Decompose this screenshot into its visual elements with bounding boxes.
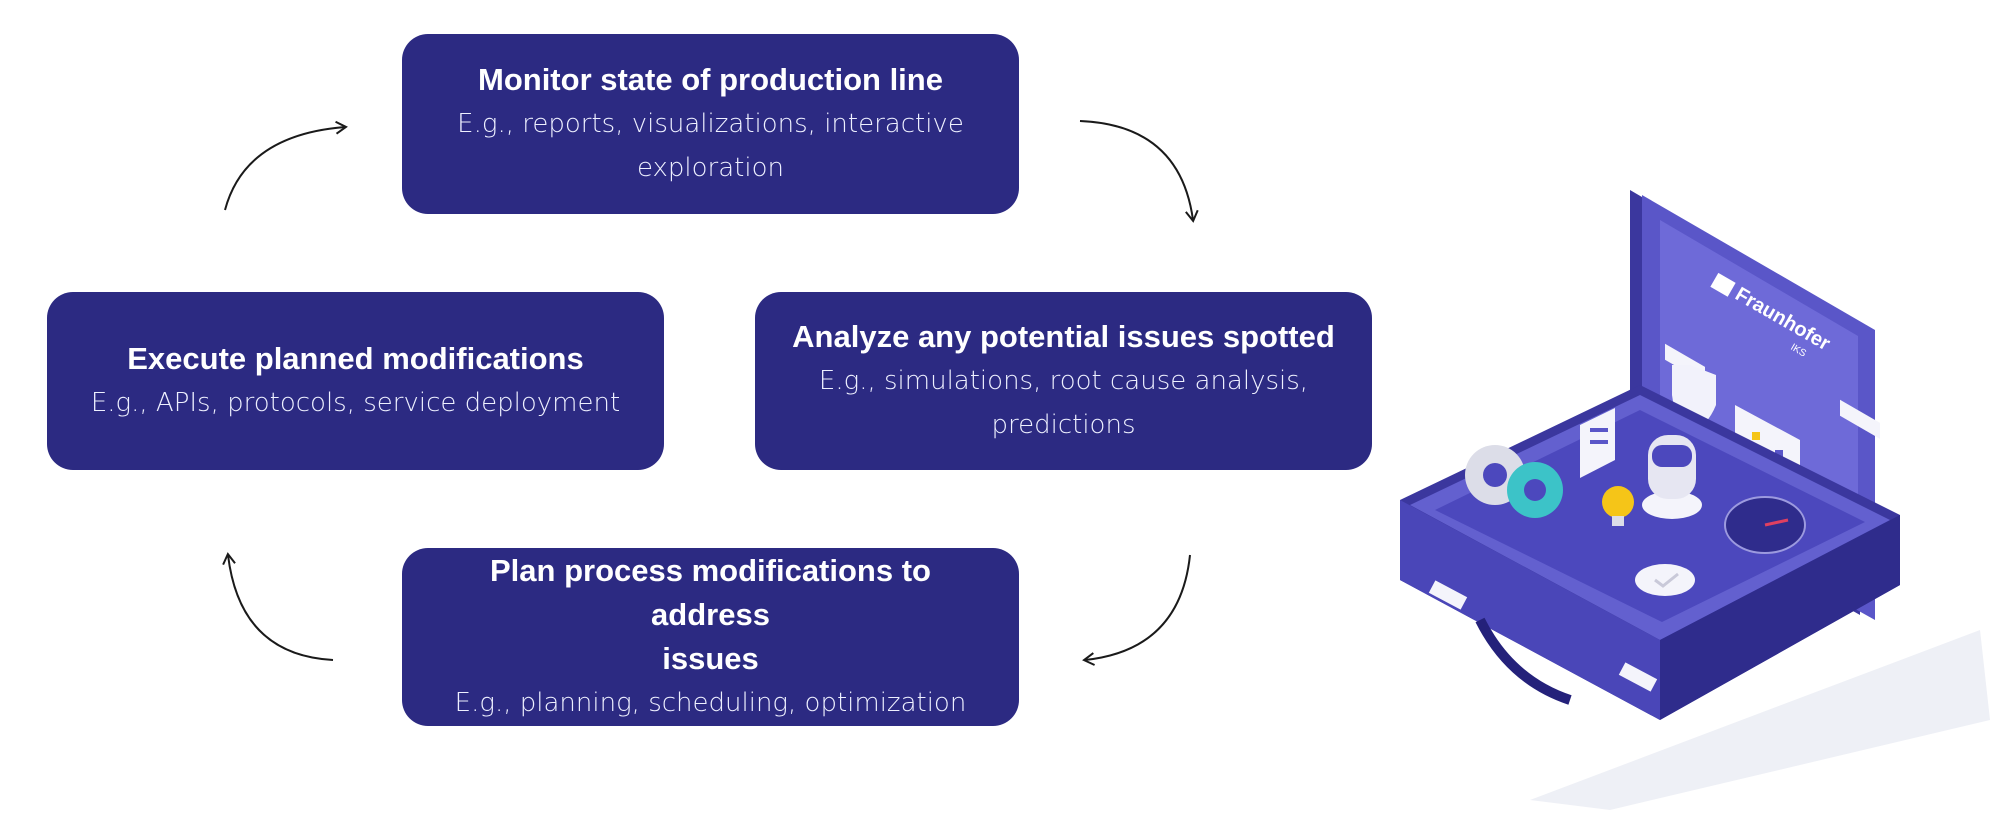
case-shadow	[1530, 630, 1990, 810]
step-plan-title-line1: Plan process modifications to address	[490, 553, 931, 632]
step-monitor-desc-line1: E.g., reports, visualizations, interacti…	[457, 109, 964, 139]
fraunhofer-logo-icon	[1710, 272, 1736, 297]
arrow-plan-to-execute	[222, 552, 334, 661]
step-analyze-title: Analyze any potential issues spotted	[792, 319, 1335, 354]
arrow-monitor-to-analyze	[1079, 120, 1199, 223]
step-execute-desc-line1: E.g., APIs, protocols, service deploymen…	[90, 388, 621, 418]
arrow-execute-to-monitor	[224, 120, 348, 211]
step-monitor-title: Monitor state of production line	[478, 62, 943, 97]
lightbulb-icon	[1602, 486, 1634, 518]
step-plan-desc-line1: E.g., planning, scheduling, optimization	[454, 688, 967, 718]
step-monitor-desc-line2: exploration	[637, 153, 784, 183]
step-analyze-desc-line1: E.g., simulations, root cause analysis,	[818, 366, 1309, 396]
case-handle	[1475, 617, 1572, 705]
step-execute-box: Execute planned modifications E.g., APIs…	[47, 292, 664, 470]
base-latch-left	[1428, 580, 1468, 610]
step-plan-title-line2: issues	[662, 641, 759, 676]
check-button-icon	[1635, 564, 1695, 596]
step-monitor-box: Monitor state of production line E.g., r…	[402, 34, 1019, 214]
arrow-analyze-to-plan	[1082, 554, 1191, 666]
toolbox-illustration: Fraunhofer IKS	[1400, 190, 1990, 810]
step-plan-box: Plan process modifications to address is…	[402, 548, 1019, 726]
base-latch-right	[1618, 662, 1658, 692]
case-contents	[1465, 408, 1806, 596]
lid-latch-right	[1840, 399, 1880, 439]
step-analyze-desc-line2: predictions	[991, 410, 1136, 440]
step-execute-title: Execute planned modifications	[127, 341, 584, 376]
step-analyze-box: Analyze any potential issues spotted E.g…	[755, 292, 1372, 470]
